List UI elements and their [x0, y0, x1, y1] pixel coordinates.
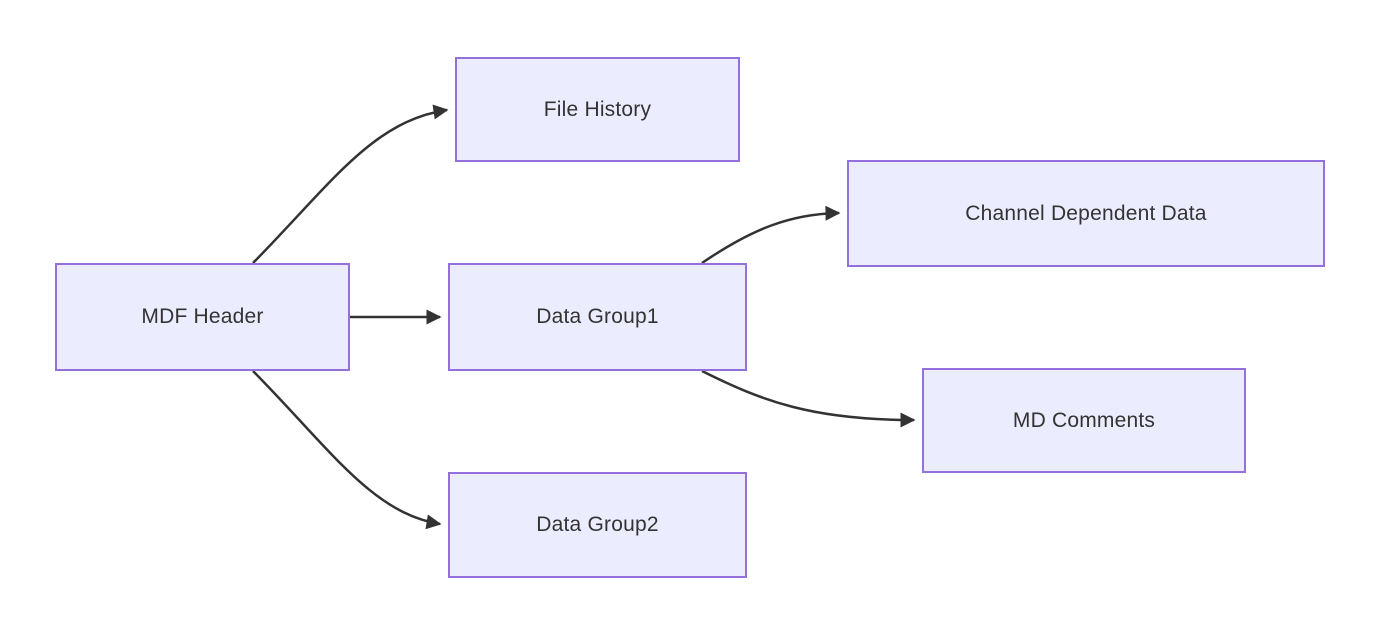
edge-mdf-header-to-data-group2	[252, 370, 442, 530]
node-md-comments: MD Comments	[922, 368, 1246, 473]
edge-mdf-header-to-file-history	[252, 104, 449, 264]
node-file-history: File History	[455, 57, 740, 162]
node-channel-dependent-data: Channel Dependent Data	[847, 160, 1325, 267]
node-channel-dependent-data-label: Channel Dependent Data	[965, 201, 1207, 225]
node-data-group2-label: Data Group2	[536, 513, 659, 536]
node-data-group1-label: Data Group1	[536, 305, 659, 328]
node-data-group1: Data Group1	[448, 263, 747, 371]
node-mdf-header-label: MDF Header	[141, 305, 264, 328]
node-data-group2: Data Group2	[448, 472, 747, 578]
edge-data-group1-to-md-comments	[701, 369, 916, 428]
node-md-comments-label: MD Comments	[1012, 408, 1156, 432]
node-mdf-header: MDF Header	[55, 263, 350, 371]
edge-data-group1-to-channel-dependent-data	[701, 205, 841, 265]
node-file-history-label: File History	[543, 97, 652, 121]
